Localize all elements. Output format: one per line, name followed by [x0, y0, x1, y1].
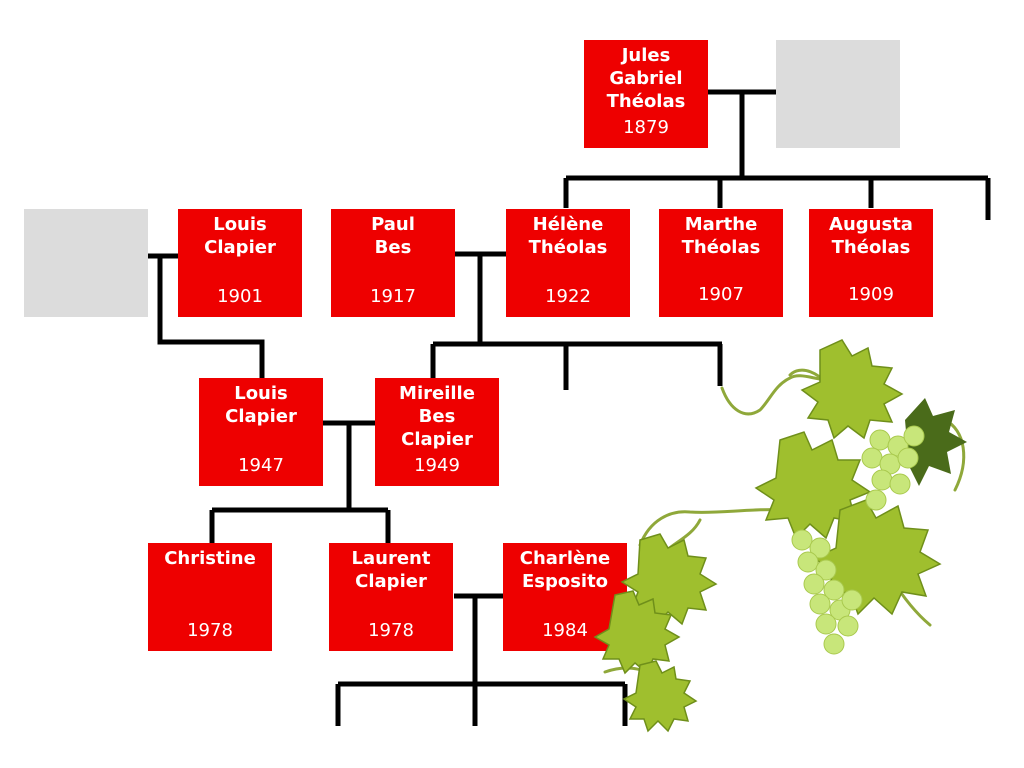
person-name: Jules Gabriel Théolas [606, 45, 686, 112]
person-year: 1907 [698, 284, 744, 305]
person-year: 1922 [545, 286, 591, 307]
person-year: 1949 [414, 455, 460, 476]
person-name: Marthe Théolas [681, 214, 761, 258]
person-name: Christine [164, 548, 256, 569]
person-helene-theolas[interactable]: Hélène Théolas 1922 [506, 209, 630, 317]
person-year: 1947 [238, 455, 284, 476]
person-name: Charlène Esposito [519, 548, 611, 592]
person-year: 1917 [370, 286, 416, 307]
person-jules-gabriel-theolas[interactable]: Jules Gabriel Théolas 1879 [584, 40, 708, 148]
descent-line [157, 256, 265, 378]
person-year: 1978 [368, 620, 414, 641]
person-name: Louis Clapier [225, 383, 297, 427]
unknown-spouse-placeholder[interactable] [776, 40, 900, 148]
person-year: 1879 [623, 117, 669, 138]
person-year: 1901 [217, 286, 263, 307]
unknown-spouse-placeholder[interactable] [24, 209, 148, 317]
person-mireille-bes-clapier[interactable]: Mireille Bes Clapier 1949 [375, 378, 499, 486]
person-name: Mireille Bes Clapier [399, 383, 475, 450]
person-augusta-theolas[interactable]: Augusta Théolas 1909 [809, 209, 933, 317]
person-name: Hélène Théolas [528, 214, 608, 258]
person-charlene-esposito[interactable]: Charlène Esposito 1984 [503, 543, 627, 651]
person-name: Laurent Clapier [351, 548, 431, 592]
person-year: 1984 [542, 620, 588, 641]
person-laurent-clapier[interactable]: Laurent Clapier 1978 [329, 543, 453, 651]
person-year: 1909 [848, 284, 894, 305]
person-marthe-theolas[interactable]: Marthe Théolas 1907 [659, 209, 783, 317]
person-christine[interactable]: Christine 1978 [148, 543, 272, 651]
person-louis-clapier-1901[interactable]: Louis Clapier 1901 [178, 209, 302, 317]
person-paul-bes[interactable]: Paul Bes 1917 [331, 209, 455, 317]
person-louis-clapier-1947[interactable]: Louis Clapier 1947 [199, 378, 323, 486]
person-name: Louis Clapier [204, 214, 276, 258]
person-year: 1978 [187, 620, 233, 641]
person-name: Paul Bes [371, 214, 415, 258]
person-name: Augusta Théolas [829, 214, 913, 258]
